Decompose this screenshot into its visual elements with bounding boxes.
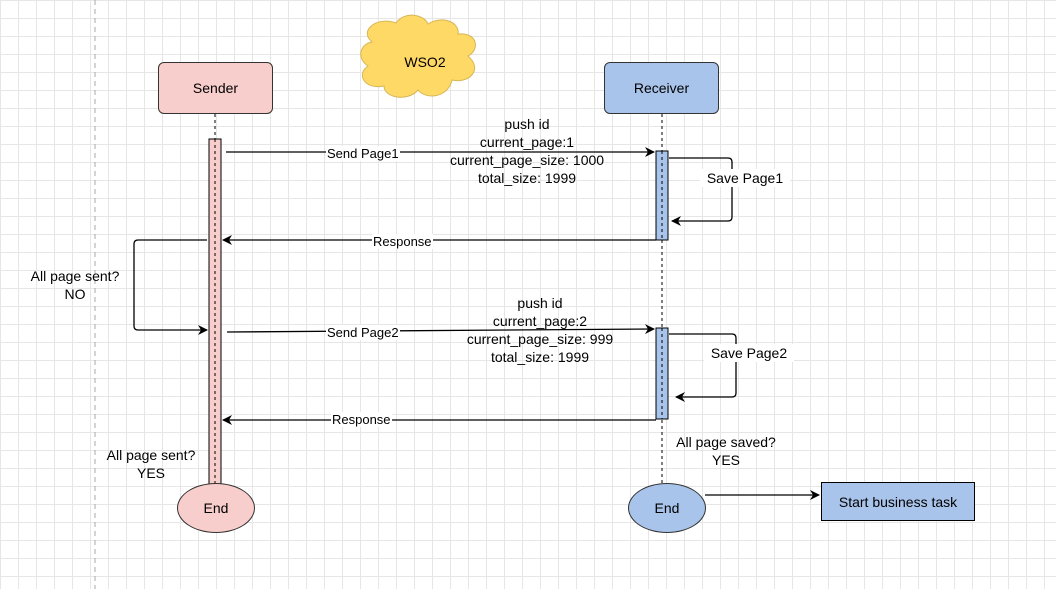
sender-done-label: All page sent? YES	[106, 447, 196, 481]
save-page2-loop-arrow[interactable]	[669, 333, 737, 402]
loop-check-label: All page sent? NO	[30, 268, 120, 302]
save-page1-label: Save Page1	[700, 169, 790, 187]
send-page2-label: Send Page2	[326, 325, 400, 340]
sender-end-node[interactable]: End	[177, 483, 255, 533]
save-page1-loop-arrow[interactable]	[669, 157, 733, 226]
response2-label: Response	[331, 412, 392, 427]
send-page2-arrow[interactable]	[226, 324, 655, 335]
send-page2-note: push id current_page:2 current_page_size…	[466, 295, 614, 365]
receiver-end-node[interactable]: End	[628, 483, 706, 533]
sender-participant[interactable]: Sender	[158, 62, 273, 114]
receiver-participant[interactable]: Receiver	[604, 62, 719, 114]
response1-label: Response	[372, 234, 433, 249]
save-page2-label: Save Page2	[704, 344, 794, 362]
send-page1-label: Send Page1	[326, 146, 400, 161]
cloud-shape	[360, 14, 476, 98]
resend-loop-arrow[interactable]	[133, 239, 208, 335]
cloud-label: WSO2	[404, 54, 446, 70]
start-business-task-box[interactable]: Start business task	[821, 482, 975, 521]
receiver-done-label: All page saved? YES	[676, 434, 776, 468]
send-page1-note: push id current_page:1 current_page_size…	[449, 116, 605, 186]
